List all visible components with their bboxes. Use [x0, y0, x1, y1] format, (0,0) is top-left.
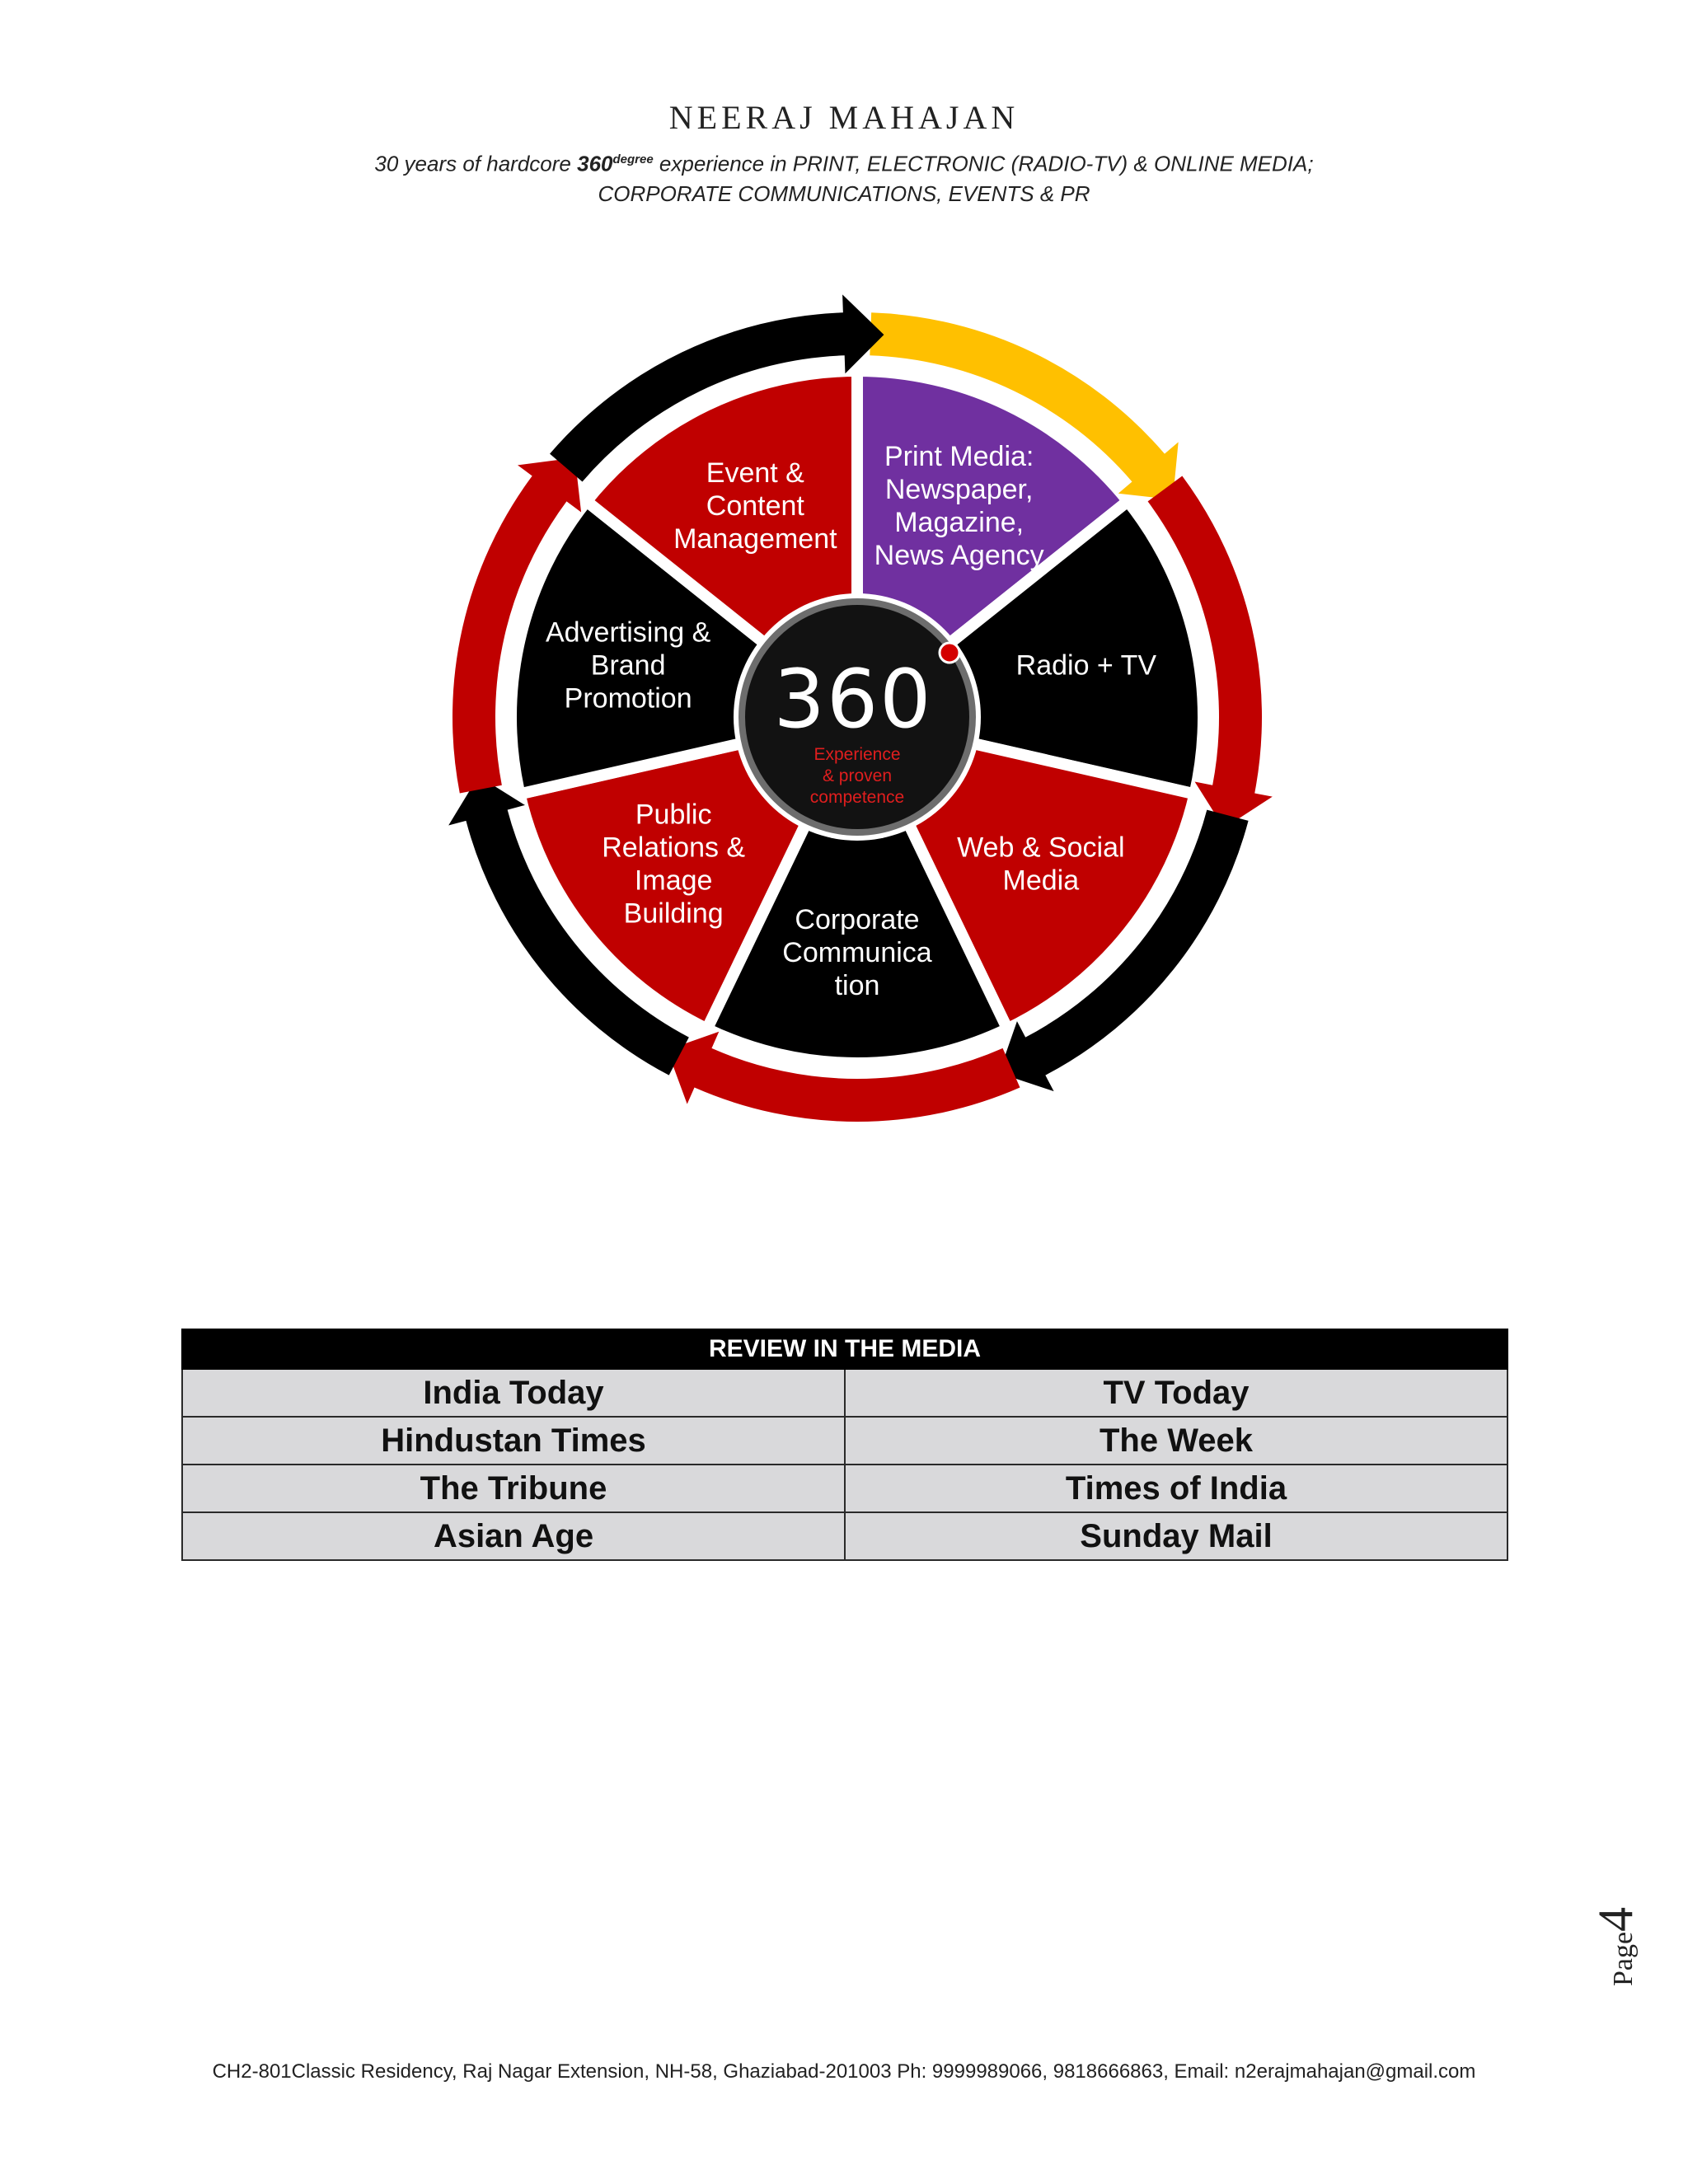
wheel-arrow	[1147, 476, 1273, 828]
table-cell: Times of India	[844, 1464, 1508, 1513]
table-row: India Today TV Today	[181, 1368, 1508, 1418]
table-cell: TV Today	[844, 1368, 1508, 1418]
table-cell: Hindustan Times	[181, 1416, 846, 1465]
table-cell: Sunday Mail	[844, 1511, 1508, 1561]
wheel-arrow	[448, 776, 689, 1076]
wheel-arrow	[870, 312, 1179, 500]
footer-contact: CH2-801Classic Residency, Raj Nagar Exte…	[212, 2060, 1476, 2083]
wheel-arrow	[550, 294, 884, 482]
review-in-media-table: REVIEW IN THE MEDIA India Today TV Today…	[181, 1329, 1508, 1561]
table-row: Asian Age Sunday Mail	[181, 1511, 1508, 1561]
table-row: The Tribune Times of India	[181, 1464, 1508, 1513]
author-name: NEERAJ MAHAJAN	[668, 99, 1020, 136]
table-cell: Asian Age	[181, 1511, 846, 1561]
page-header: NEERAJ MAHAJAN 30 years of hardcore 360d…	[0, 97, 1688, 209]
tagline-line-2: CORPORATE COMMUNICATIONS, EVENTS & PR	[598, 180, 1090, 206]
table-cell: The Tribune	[181, 1464, 846, 1513]
center-caption: competence	[810, 788, 904, 807]
center-badge	[738, 598, 976, 836]
table-cell: India Today	[181, 1368, 846, 1418]
center-caption: Experience	[814, 745, 900, 764]
table-title: REVIEW IN THE MEDIA	[181, 1329, 1508, 1370]
wheel-arrow	[452, 457, 582, 794]
wheel-arrow	[667, 1031, 1020, 1122]
wheel-arrow	[999, 809, 1249, 1092]
page-number: Page4	[1588, 1906, 1643, 1986]
table-row: Hindustan Times The Week	[181, 1416, 1508, 1465]
center-number: 360	[773, 653, 932, 747]
service-wheel-diagram: Print Media:Newspaper,Magazine,News Agen…	[448, 294, 1273, 1122]
tagline: 30 years of hardcore 360degree experienc…	[374, 151, 1314, 206]
center-caption: & proven	[823, 766, 892, 785]
center-dot-icon	[938, 641, 961, 664]
table-cell: The Week	[844, 1416, 1508, 1465]
wheel-segment	[701, 711, 1014, 1069]
segment-label: Radio + TV	[1016, 649, 1157, 681]
segment-label: Print Media:Newspaper,Magazine,News Agen…	[874, 441, 1044, 571]
